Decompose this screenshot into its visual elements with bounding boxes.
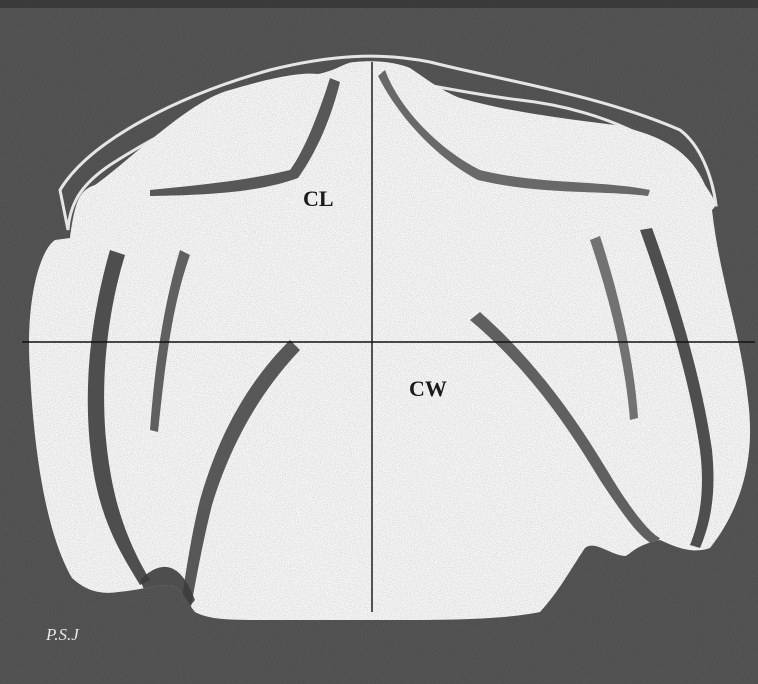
carapace-width-label: CW: [409, 376, 447, 401]
illustrator-signature: P.S.J: [45, 625, 80, 644]
carapace-length-label: CL: [303, 186, 334, 211]
